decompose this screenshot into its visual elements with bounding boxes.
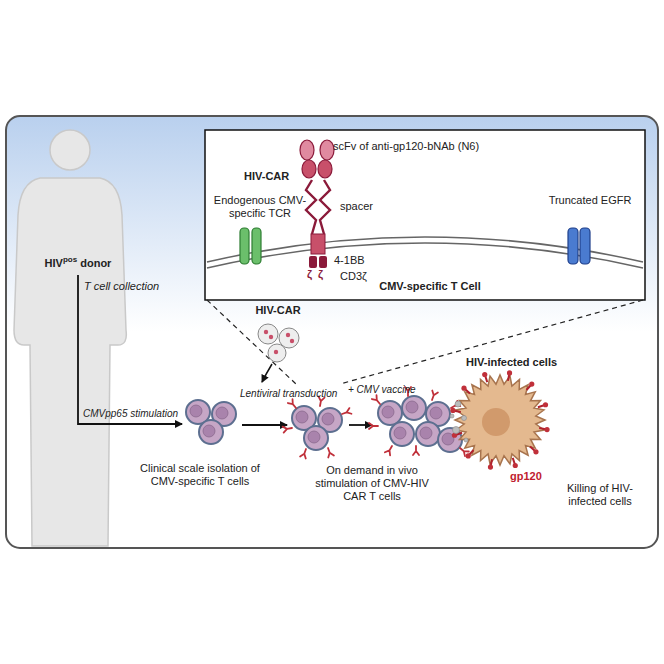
gp120-spike (533, 449, 538, 454)
flow-arrow (349, 424, 372, 426)
node-text: 4-1BB (334, 254, 365, 266)
node-text: HIV (45, 257, 63, 269)
node-text: Killing of HIV-infected cells (567, 482, 633, 507)
zoom-line (207, 300, 643, 384)
node-text: pos (63, 255, 77, 264)
infected-cell-body (455, 375, 545, 465)
text-group: 4-1BB (334, 254, 394, 267)
gp120-spike (513, 463, 518, 468)
debris (450, 401, 468, 442)
inset-box (205, 130, 645, 300)
text-group: spacer (340, 200, 400, 213)
gp120-spike (529, 381, 534, 386)
annotation-label: T cell collection (84, 280, 194, 293)
t-cells (186, 396, 462, 452)
diagram-node: On demand in vivo stimulation of CMV-HIV… (376, 396, 462, 456)
node-text: gp120 (510, 470, 542, 482)
node-text: HIV-infected cells (466, 356, 557, 368)
node-text: CMV-specific T Cell (379, 280, 480, 292)
annotation-label: Lentiviral transduction (240, 388, 348, 400)
gp120-spike (461, 386, 466, 391)
text-group: On demand in vivo stimulation of CMV-HIV… (306, 464, 438, 504)
egfr-symbol (568, 228, 590, 264)
text-group: Endogenous CMV-specific TCR (210, 194, 310, 220)
node-text: Clinical scale isolation of CMV-specific… (140, 462, 260, 487)
text-group: scFv of anti-gp120-bNAb (N6) (333, 140, 533, 153)
diagram-node: HIV-infected cellsgp120Killing of HIV-in… (455, 372, 547, 468)
diagram-node: HIV-CAR (255, 322, 301, 364)
text-group: HIV-CAR (244, 170, 298, 183)
node-text: donor (80, 257, 111, 269)
node-text: Endogenous CMV-specific TCR (214, 194, 306, 219)
diagram-node: Clinical scale isolation of CMV-specific… (182, 398, 238, 444)
node-text: HIV-CAR (255, 304, 300, 316)
text-group: gp120 (510, 470, 554, 483)
tcr-symbol (240, 228, 261, 264)
annotation-label: ζ (318, 268, 328, 281)
diagram-node: scFv of anti-gp120-bNAb (N6) HIV-CAR space… (205, 130, 645, 300)
gp120-spike (544, 427, 549, 432)
virus-particles (258, 324, 299, 362)
donor-silhouette (14, 130, 126, 546)
infected-cell (450, 370, 549, 469)
node-text: scFv of anti-gp120-bNAb (N6) (333, 140, 479, 152)
text-group: HIV-infected cells (466, 356, 586, 369)
gp120-spike (482, 372, 487, 377)
node-text: spacer (340, 200, 373, 212)
flow-arrow (242, 424, 287, 426)
gp120-spike (543, 402, 548, 407)
flow-connector (78, 275, 182, 424)
node-text: HIV-CAR (244, 170, 289, 182)
annotation-label: + CMV vaccine (348, 384, 422, 396)
text-group: Clinical scale isolation of CMV-specific… (130, 462, 270, 488)
frame (6, 116, 658, 548)
edge-label: CMVpp65 stimulation (83, 408, 179, 420)
gp120-spike (466, 453, 471, 458)
nucleus (482, 408, 510, 436)
text-group: Killing of HIV-infected cells (548, 482, 652, 508)
node-text: CD3ζ (340, 270, 367, 282)
transduction-arrow (262, 364, 272, 382)
text-group: HIV-CAR (246, 304, 310, 317)
node-text: On demand in vivo stimulation of CMV-HIV… (315, 464, 429, 502)
gp120-spike (488, 464, 493, 469)
text-group: Truncated EGFR (540, 194, 640, 207)
node-text: Truncated EGFR (549, 194, 632, 206)
text-group: CMV-specific T Cell (350, 280, 510, 293)
gp120-spike (507, 370, 512, 375)
gp120-spike (450, 408, 455, 413)
diagram-node: HIVpos donor (36, 256, 120, 274)
text-group: HIVpos donor (36, 257, 120, 270)
annotation-label: ζ (307, 268, 317, 281)
